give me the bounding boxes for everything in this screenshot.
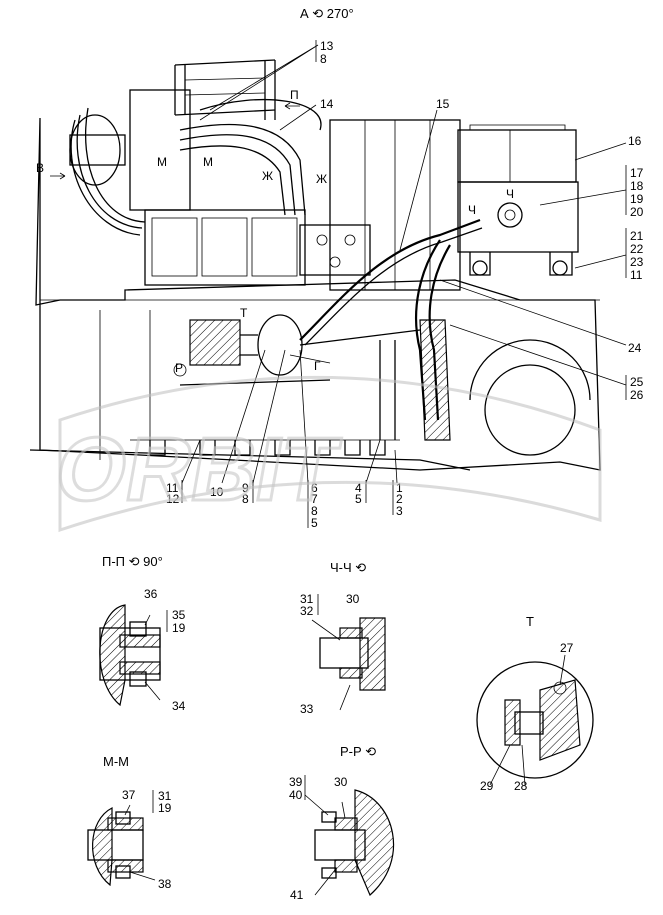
label-b11: 11 <box>166 481 179 495</box>
marker-ch1: Ч <box>506 187 514 201</box>
marker-ch2: Ч <box>468 203 476 217</box>
label-18: 18 <box>630 179 644 193</box>
leader-lines <box>181 44 627 484</box>
label-16: 16 <box>628 134 642 148</box>
label-19: 19 <box>630 192 644 206</box>
hose-bundle-left <box>70 107 146 236</box>
detail-t: Т 27 29 28 <box>476 614 594 793</box>
main-labels: 13 8 14 15 16 17 18 19 20 21 22 23 11 24… <box>166 39 644 530</box>
marker-zh1: Ж <box>262 169 273 183</box>
pp-label-36: 36 <box>144 587 158 601</box>
valve-block <box>299 224 371 276</box>
label-26: 26 <box>630 388 644 402</box>
mm-label-19: 19 <box>158 801 172 815</box>
mm-label-31: 31 <box>158 789 172 803</box>
label-b1: 1 <box>396 481 403 495</box>
label-14: 14 <box>320 97 334 111</box>
rr-label-39: 39 <box>289 775 303 789</box>
label-b5: 5 <box>311 516 318 530</box>
mm-label-38: 38 <box>158 877 172 891</box>
main-view: А ⟲ 270° <box>29 6 644 533</box>
label-b8b: 8 <box>311 504 318 518</box>
chch-label-30: 30 <box>346 592 360 606</box>
label-b4: 4 <box>355 481 362 495</box>
watermark-text: ORBIT <box>48 420 346 520</box>
hose-bundle-top <box>179 123 306 216</box>
fitting-ch <box>497 202 523 228</box>
hose-lower <box>299 329 421 440</box>
mm-label-37: 37 <box>122 788 136 802</box>
detail-t-title: Т <box>526 614 534 629</box>
t-label-27: 27 <box>560 641 574 655</box>
t-label-29: 29 <box>480 779 494 793</box>
chch-label-33: 33 <box>300 702 314 716</box>
label-b2: 2 <box>396 492 403 506</box>
mount-bracket <box>419 319 451 441</box>
section-mm-title: М-М <box>103 754 129 769</box>
hydromotor-t <box>189 319 241 366</box>
label-23: 23 <box>630 255 644 269</box>
watermark: ORBIT <box>47 375 602 533</box>
rr-label-30: 30 <box>334 775 348 789</box>
hose-15 <box>299 218 481 341</box>
engine-block <box>144 209 306 286</box>
marker-p: П <box>290 88 299 102</box>
marker-m1: М <box>157 155 167 169</box>
rr-label-40: 40 <box>289 788 303 802</box>
label-b5b: 5 <box>355 492 362 506</box>
marker-r: Р <box>175 361 183 375</box>
tank-upper <box>457 129 577 183</box>
marker-v: В <box>36 161 44 175</box>
label-21: 21 <box>630 229 644 243</box>
label-17: 17 <box>630 166 644 180</box>
label-13: 13 <box>320 39 334 53</box>
pp-label-34: 34 <box>172 699 186 713</box>
pipe-24 <box>414 239 441 421</box>
pp-label-35: 35 <box>172 608 186 622</box>
label-24: 24 <box>628 341 642 355</box>
marker-zh2: Ж <box>316 172 327 186</box>
section-rr: Р-Р ⟲ 39 40 30 41 <box>289 744 395 902</box>
section-pp-title: П-П ⟲ 90° <box>102 554 163 569</box>
label-b6: 6 <box>311 481 318 495</box>
label-20: 20 <box>630 205 644 219</box>
marker-t: Т <box>240 306 248 320</box>
marker-m2: М <box>203 155 213 169</box>
pump-housing <box>129 89 191 211</box>
chch-label-32: 32 <box>300 604 314 618</box>
label-15: 15 <box>436 97 450 111</box>
label-b3: 3 <box>396 504 403 518</box>
hose-14 <box>199 99 322 131</box>
tank-lower <box>457 181 579 253</box>
rr-label-41: 41 <box>290 888 304 902</box>
frame-teeth <box>149 440 386 456</box>
section-chch: Ч-Ч ⟲ 31 32 30 33 <box>300 560 386 716</box>
label-b7: 7 <box>311 492 318 506</box>
section-mm: М-М 37 31 19 38 <box>87 754 172 891</box>
label-11: 11 <box>630 268 643 282</box>
main-view-title: А ⟲ 270° <box>300 6 354 21</box>
view-markers: П В М М Ж Ж Ч Ч Т Г Р <box>36 88 514 375</box>
t-label-28: 28 <box>514 779 528 793</box>
label-8: 8 <box>320 52 327 66</box>
wheel-arch <box>484 364 576 456</box>
section-pp: П-П ⟲ 90° 36 35 19 34 <box>99 554 186 713</box>
label-25: 25 <box>630 375 644 389</box>
chch-label-31: 31 <box>300 592 314 606</box>
section-rr-title: Р-Р ⟲ <box>340 744 376 759</box>
pp-label-19: 19 <box>172 621 186 635</box>
label-22: 22 <box>630 242 644 256</box>
frame-outline <box>35 117 601 471</box>
section-chch-title: Ч-Ч ⟲ <box>330 560 366 575</box>
label-b8: 8 <box>242 492 249 506</box>
marker-g: Г <box>314 359 321 373</box>
